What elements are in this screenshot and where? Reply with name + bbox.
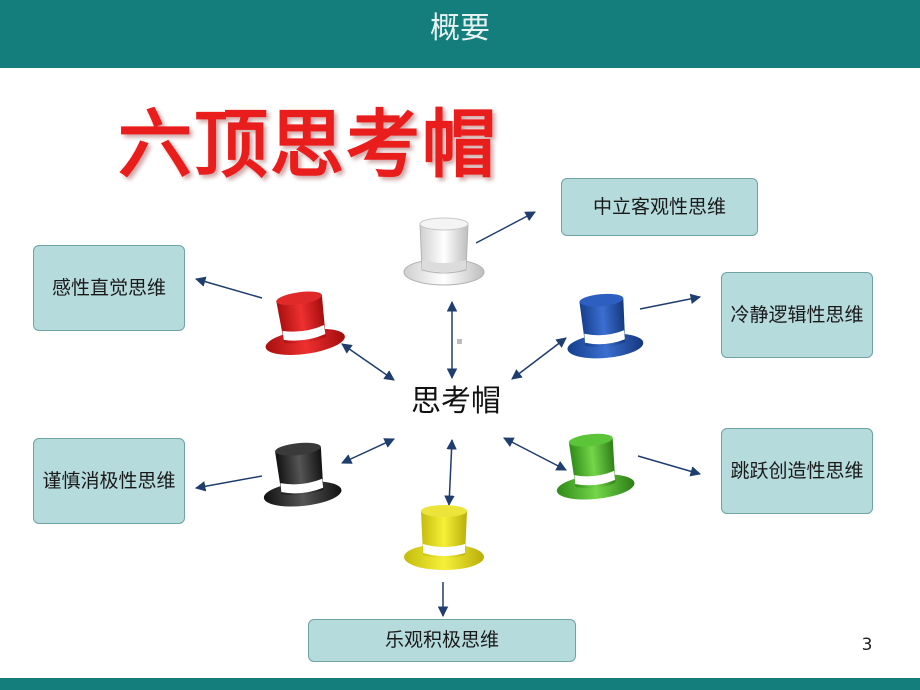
box-emotional-intuitive-label: 感性直觉思维 — [51, 276, 166, 299]
box-creative-label: 跳跃创造性思维 — [730, 459, 864, 482]
arrow-white-box — [475, 211, 536, 244]
black-hat-icon — [263, 442, 342, 507]
header-bar: 概要 — [0, 0, 920, 68]
box-cautious-negative-label: 谨慎消极性思维 — [42, 469, 176, 492]
box-neutral-objective: 中立客观性思维 — [561, 178, 758, 236]
header-title: 概要 — [430, 11, 490, 46]
arrow-black-box — [194, 475, 263, 492]
arrow-center-red — [341, 343, 395, 381]
box-calm-logical: 冷静逻辑性思维 — [721, 272, 873, 358]
yellow-hat-icon — [404, 505, 484, 570]
box-emotional-intuitive: 感性直觉思维 — [33, 245, 185, 331]
box-neutral-objective-label: 中立客观性思维 — [592, 195, 726, 218]
footer-bar — [0, 678, 920, 690]
arrow-red-box — [194, 276, 263, 299]
decorative-dot — [457, 339, 462, 344]
green-hat-icon — [556, 433, 635, 500]
box-creative: 跳跃创造性思维 — [721, 428, 873, 514]
page-number: 3 — [861, 635, 873, 655]
arrow-center-black — [341, 438, 395, 464]
center-label: 思考帽 — [411, 384, 501, 419]
arrow-center-yellow — [444, 438, 457, 507]
red-hat-icon — [265, 291, 345, 355]
arrow-center-green — [503, 437, 567, 471]
blue-hat-icon — [567, 293, 644, 359]
box-optimistic-positive-label: 乐观积极思维 — [384, 629, 499, 651]
arrow-center-blue — [511, 337, 567, 380]
arrow-blue-box — [639, 293, 702, 310]
white-hat-icon — [403, 217, 485, 286]
box-optimistic-positive: 乐观积极思维 — [308, 619, 576, 662]
box-calm-logical-label: 冷静逻辑性思维 — [730, 303, 864, 326]
arrow-green-box — [637, 455, 702, 477]
slide-title: 六顶思考帽 — [118, 102, 498, 188]
box-cautious-negative: 谨慎消极性思维 — [33, 438, 185, 524]
